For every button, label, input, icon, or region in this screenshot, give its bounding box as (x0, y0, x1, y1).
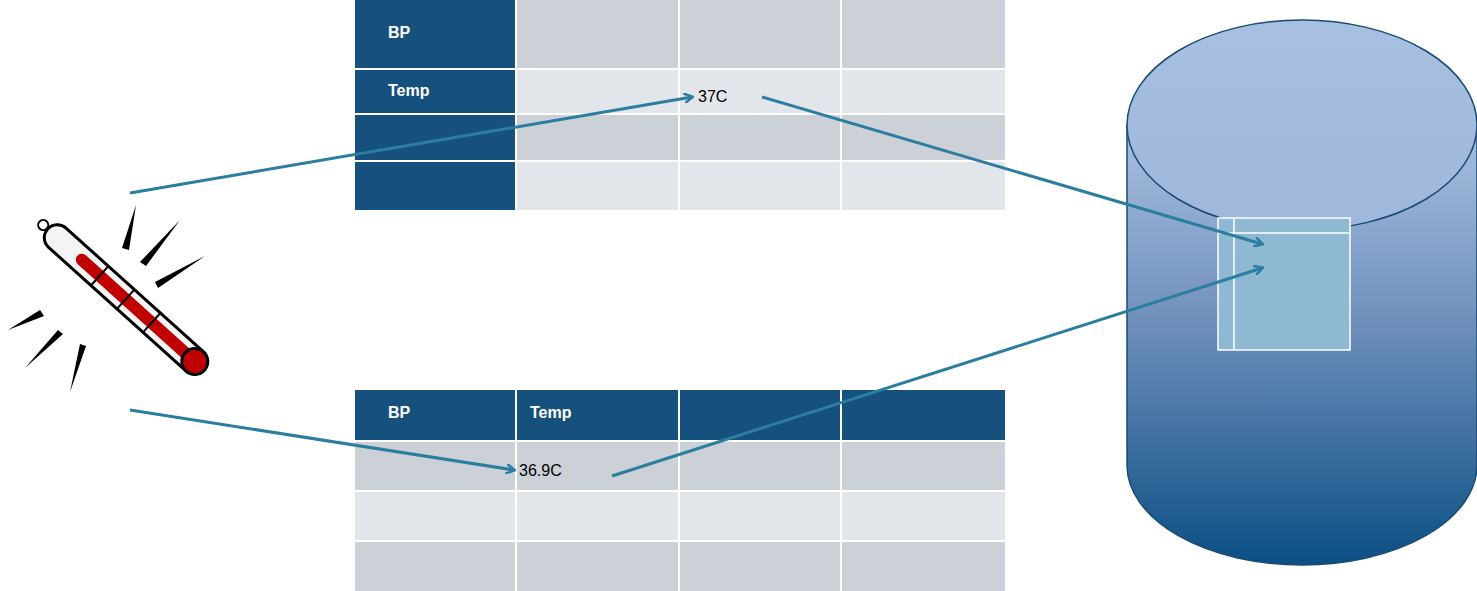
row-header: BP (388, 24, 410, 42)
table-cell (517, 162, 678, 210)
table-cell (680, 390, 840, 440)
table-cell (680, 542, 840, 591)
table-cell (680, 442, 840, 490)
table-value: 36.9C (519, 462, 562, 480)
row-header: Temp (388, 82, 429, 100)
table-cell (680, 162, 840, 210)
table-cell (680, 492, 840, 540)
column-header: BP (388, 404, 410, 422)
table-cell (842, 0, 1005, 68)
table-cell (517, 70, 678, 113)
table-cell (355, 492, 515, 540)
table-cell (355, 70, 515, 113)
table-cell (842, 70, 1005, 113)
database-cylinder (1127, 20, 1477, 565)
thermometer-icon (8, 205, 213, 392)
table-cell (355, 115, 515, 160)
table-cell (842, 542, 1005, 591)
table-cell (842, 390, 1005, 440)
table-cell (517, 115, 678, 160)
table-cell (517, 0, 678, 68)
table-cell (842, 442, 1005, 490)
table-cell (355, 390, 515, 440)
table-cell (842, 115, 1005, 160)
table-value: 37C (698, 88, 727, 106)
table-cell (842, 492, 1005, 540)
table-cell (680, 0, 840, 68)
table-cell (355, 442, 515, 490)
table-cell (355, 542, 515, 591)
table-cell (842, 162, 1005, 210)
table-cell (680, 115, 840, 160)
table-cell (355, 162, 515, 210)
column-header: Temp (530, 404, 571, 422)
table-cell (517, 492, 678, 540)
table-cell (355, 0, 515, 68)
table-cell (517, 542, 678, 591)
